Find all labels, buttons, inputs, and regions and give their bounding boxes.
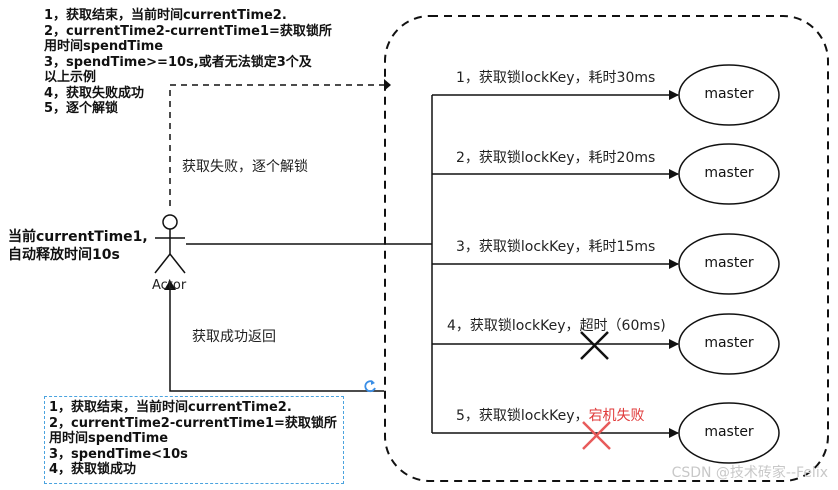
fail-note-line: 2，currentTime2-currentTime1=获取锁所	[44, 23, 332, 39]
refresh-icon	[364, 380, 376, 393]
watermark: CSDN @技术砖家--Felix	[671, 465, 828, 481]
success-note-line: 4，获取锁成功	[49, 462, 137, 477]
master-node-label-2: master	[704, 165, 754, 181]
fail-note-line: 1，获取结束，当前时间currentTime2.	[44, 8, 287, 23]
request-label-2: 2，获取锁lockKey，耗时20ms	[456, 150, 656, 166]
actor-start-line: 当前currentTime1,	[8, 229, 148, 245]
master-node-3	[678, 233, 780, 295]
success-return-arrow-icon	[164, 280, 176, 290]
actor-start-line: 自动释放时间10s	[8, 247, 120, 263]
success-summary-note: 1，获取结束，当前时间currentTime2. 2，currentTime2-…	[44, 396, 344, 484]
fail-note-line: 4，获取失败成功	[44, 85, 145, 101]
request-label-4: 4，获取锁lockKey，超时（60ms)	[447, 315, 666, 335]
success-note-line: 1，获取结束，当前时间currentTime2.	[49, 400, 292, 415]
down-cross-icon	[582, 421, 611, 450]
master-node-label-3: master	[704, 255, 754, 271]
fail-note-line: 以上示例	[44, 70, 97, 85]
request-label-3: 3，获取锁lockKey，耗时15ms	[456, 239, 656, 255]
fail-note-line: 5，逐个解锁	[44, 101, 119, 116]
request-label-5: 5，获取锁lockKey，宕机失败	[456, 405, 645, 425]
down-alert-text: 宕机失败	[588, 408, 645, 424]
request-label-1: 1，获取锁lockKey，耗时30ms	[456, 70, 656, 86]
fail-unlock-path	[169, 84, 384, 206]
actor-start-note: 当前currentTime1, 自动释放时间10s	[8, 228, 148, 264]
actor-label: Actor	[152, 278, 187, 293]
success-note-line: 2，currentTime2-currentTime1=获取锁所	[49, 415, 337, 431]
master-node-4	[678, 313, 780, 375]
fail-note-line: 用时间spendTime	[44, 39, 164, 54]
fail-summary-note: 1，获取结束，当前时间currentTime2. 2，currentTime2-…	[44, 8, 374, 117]
fail-unlock-arrow-icon	[384, 79, 391, 91]
timeout-cross-icon	[580, 331, 609, 360]
fail-path-label: 获取失败，逐个解锁	[182, 159, 308, 175]
actor-icon	[154, 214, 186, 274]
fail-note-line: 3，spendTime>=10s,或者无法锁定3个及	[44, 54, 312, 70]
master-node-label-4: master	[704, 335, 754, 351]
timeout-alert-text: 超时（60ms)	[579, 318, 666, 334]
master-node-2	[678, 143, 780, 205]
success-return-path	[169, 286, 384, 392]
master-node-5	[678, 402, 780, 464]
request-label-4-main: 4，获取锁lockKey，	[447, 318, 580, 334]
success-path-label: 获取成功返回	[192, 329, 276, 345]
success-note-line: 用时间spendTime	[49, 431, 169, 446]
request-label-5-main: 5，获取锁lockKey，	[456, 408, 589, 424]
master-node-label-5: master	[704, 424, 754, 440]
success-note-line: 3，spendTime<10s	[49, 446, 188, 462]
master-node-label-1: master	[704, 86, 754, 102]
master-node-1	[678, 64, 780, 126]
